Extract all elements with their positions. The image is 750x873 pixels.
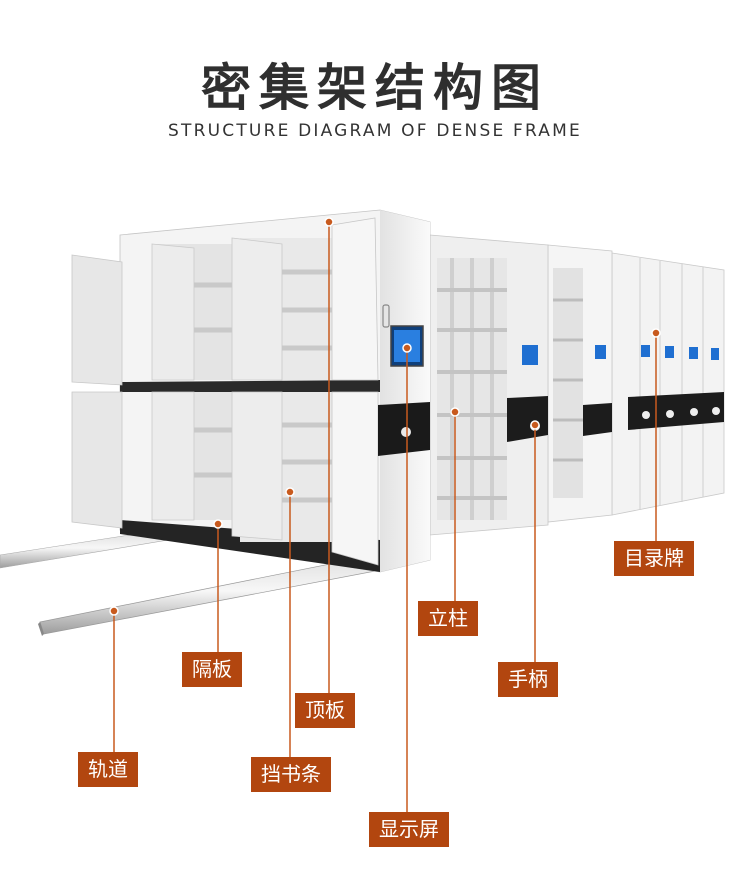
cabinet-second xyxy=(429,234,549,536)
cabinet-third xyxy=(547,244,613,523)
page-subtitle: STRUCTURE DIAGRAM OF DENSE FRAME xyxy=(168,121,582,141)
label-column: 立柱 xyxy=(418,601,478,636)
leader-lines xyxy=(113,222,657,812)
page-title: 密集架结构图 xyxy=(201,59,549,117)
cabinet-main xyxy=(71,209,431,573)
label-display-screen: 显示屏 xyxy=(369,812,449,847)
label-book-stopper: 挡书条 xyxy=(251,757,331,792)
label-rail: 轨道 xyxy=(78,752,138,787)
label-top-board: 顶板 xyxy=(295,693,355,728)
label-catalog-plate: 目录牌 xyxy=(614,541,694,576)
cabinet-far-right xyxy=(611,252,725,516)
label-partition: 隔板 xyxy=(182,652,242,687)
label-handle: 手柄 xyxy=(498,662,558,697)
marker-dots xyxy=(109,217,661,616)
